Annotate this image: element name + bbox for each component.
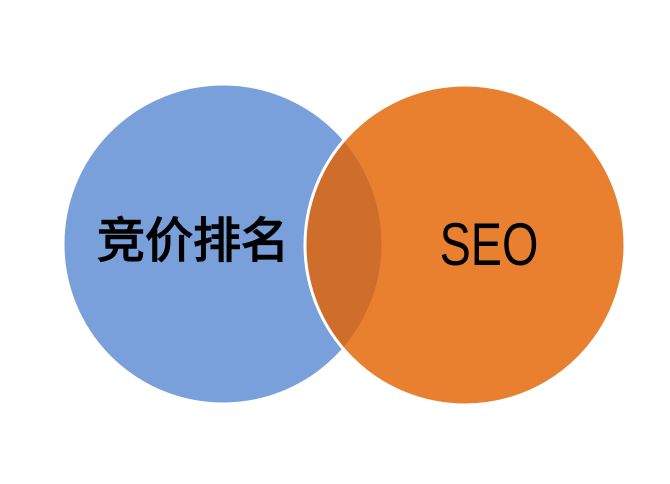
venn-label-right: SEO: [439, 211, 539, 278]
venn-label-left: 竞价排名: [96, 213, 290, 269]
venn-circle-right: [303, 83, 627, 407]
